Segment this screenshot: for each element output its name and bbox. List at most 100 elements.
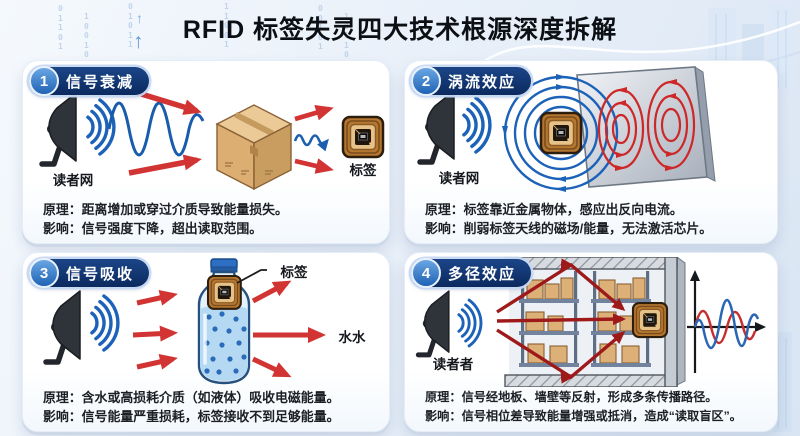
up-arrow-icon: ↑ <box>133 30 144 53</box>
panel-grid: 1 信号衰减 <box>22 60 778 432</box>
panel-2-badge: 2 涡流效应 <box>411 66 532 96</box>
signal-arrow <box>136 290 178 306</box>
impact-text: 削弱标签天线的磁场/能量，无法激活芯片。 <box>463 221 713 236</box>
binary-pattern: 1 0 0 1 0 <box>84 12 89 59</box>
tag-label: 标签 <box>349 163 377 178</box>
principle-line: 原理：信号经地板、墙壁等反射，形成多条传播路径。 <box>425 388 771 407</box>
signal-absorption-illustration: 标签 水水 <box>27 257 387 387</box>
panel-4-badge: 4 多径效应 <box>411 258 532 288</box>
panel-1-number-badge: 1 <box>29 66 59 96</box>
principle-line: 原理：距离增加或穿过介质导致能量损失。 <box>43 200 383 219</box>
multipath-illustration: 读者者 <box>409 257 775 387</box>
panel-2-number-badge: 2 <box>411 66 441 96</box>
rfid-reader-icon <box>42 93 76 164</box>
impact-line: 影响：信号能量严重损耗，标签接收不到足够能量。 <box>43 407 383 426</box>
field-ring-arrowheads <box>502 74 567 192</box>
signal-arrow <box>294 158 334 174</box>
panel-eddy-current: 2 涡流效应 <box>404 60 778 244</box>
reader-label: 读者者 <box>432 357 474 372</box>
impact-label: 影响： <box>425 409 462 423</box>
signal-attenuation-illustration: 读者网 标签 <box>27 65 387 199</box>
eddy-current-rings <box>597 87 645 171</box>
panel-4-heading: 多径效应 <box>448 265 517 283</box>
callout-line <box>236 269 267 284</box>
signal-arcs-icon <box>457 298 483 348</box>
binary-pattern: 1 1 0 0 1 <box>224 2 229 49</box>
principle-label: 原理： <box>425 390 462 404</box>
rfid-tag-icon <box>631 301 669 339</box>
panel-1-badge: 1 信号衰减 <box>29 66 150 96</box>
impact-text: 信号相位差导致能量增强或抵消，造成“读取盲区”。 <box>461 409 742 423</box>
waveform-blue <box>693 299 760 350</box>
water-bottle-icon <box>197 258 251 385</box>
binary-pattern: 0 1 0 1 1 <box>128 2 133 49</box>
principle-text: 标签靠近金属物体，感应出反向电流。 <box>463 202 683 217</box>
signal-arrow <box>251 356 292 378</box>
signal-arcs-icon <box>462 96 492 154</box>
binary-pattern: 0 1 1 0 1 <box>58 4 63 51</box>
eddy-current-rings <box>646 79 696 171</box>
panel-3-notes: 原理：含水或高损耗介质（如液体）吸收电磁能量。 影响：信号能量严重损耗，标签接收… <box>43 388 383 426</box>
impact-label: 影响： <box>43 221 82 236</box>
signal-arrow <box>128 154 202 176</box>
multipath-svg <box>409 257 766 387</box>
rfid-tag-icon <box>341 115 385 159</box>
eddy-current-svg <box>409 66 716 192</box>
up-arrow-icon: ↑ <box>136 10 143 26</box>
rfid-tag-icon <box>539 111 583 155</box>
impact-label: 影响： <box>43 409 82 424</box>
signal-arcs-icon <box>90 294 120 352</box>
bottle-tag-icon <box>206 274 242 310</box>
panel-3-heading: 信号吸收 <box>66 265 135 283</box>
panel-2-notes: 原理：标签靠近金属物体，感应出反向电流。 影响：削弱标签天线的磁场/能量，无法激… <box>425 200 771 238</box>
panel-signal-absorption: 3 信号吸收 <box>22 252 390 432</box>
principle-line: 原理：标签靠近金属物体，感应出反向电流。 <box>425 200 771 219</box>
cardboard-box-icon <box>215 104 293 191</box>
rfid-reader-icon <box>420 91 454 162</box>
signal-arrow <box>132 325 178 342</box>
panel-multipath-effect: 4 多径效应 <box>404 252 778 432</box>
rfid-reader-icon <box>418 291 449 355</box>
impact-text: 信号能量严重损耗，标签接收不到足够能量。 <box>81 409 340 424</box>
panel-3-badge: 3 信号吸收 <box>29 258 150 288</box>
binary-pattern: 1 0 1 1 0 <box>344 12 349 59</box>
panel-2-heading: 涡流效应 <box>448 73 517 91</box>
principle-label: 原理： <box>425 202 464 217</box>
panel-signal-attenuation: 1 信号衰减 <box>22 60 390 244</box>
water-label: 水水 <box>338 330 366 345</box>
eddy-current-illustration: 读者网 <box>409 65 775 199</box>
impact-label: 影响： <box>425 221 464 236</box>
signal-attenuation-svg <box>27 86 385 191</box>
water-fill <box>200 303 248 381</box>
multipath-arrows <box>496 258 626 384</box>
page-title: RFID 标签失灵四大技术根源深度拆解 <box>182 16 618 44</box>
attenuated-wave <box>293 133 329 152</box>
principle-label: 原理： <box>43 202 82 217</box>
impact-line: 影响：削弱标签天线的磁场/能量，无法激活芯片。 <box>425 219 771 238</box>
impact-line: 影响：信号强度下降，超出读取范围。 <box>43 219 383 238</box>
principle-line: 原理：含水或高损耗介质（如液体）吸收电磁能量。 <box>43 388 383 407</box>
impact-text: 信号强度下降，超出读取范围。 <box>81 221 263 236</box>
binary-pattern: 0 0 1 0 1 <box>318 4 323 51</box>
principle-text: 距离增加或穿过介质导致能量损失。 <box>81 202 288 217</box>
principle-text: 信号经地板、墙壁等反射，形成多条传播路径。 <box>461 390 718 404</box>
reader-label: 读者网 <box>52 173 94 188</box>
reader-label: 读者网 <box>438 171 480 186</box>
panel-4-notes: 原理：信号经地板、墙壁等反射，形成多条传播路径。 影响：信号相位差导致能量增强或… <box>425 388 771 426</box>
waveform-axes <box>687 270 766 373</box>
panel-1-notes: 原理：距离增加或穿过介质导致能量损失。 影响：信号强度下降，超出读取范围。 <box>43 200 383 238</box>
signal-arrow <box>136 354 178 370</box>
signal-absorption-svg <box>27 258 326 385</box>
principle-label: 原理： <box>43 390 82 405</box>
panel-4-number-badge: 4 <box>411 258 441 288</box>
impact-line: 影响：信号相位差导致能量增强或抵消，造成“读取盲区”。 <box>425 407 771 426</box>
panel-1-heading: 信号衰减 <box>66 73 135 91</box>
signal-arrow <box>294 104 334 122</box>
panel-3-number-badge: 3 <box>29 258 59 288</box>
rfid-reader-icon <box>46 291 80 362</box>
sine-wave <box>107 101 205 157</box>
tag-label: 标签 <box>280 265 308 280</box>
principle-text: 含水或高损耗介质（如液体）吸收电磁能量。 <box>81 390 340 405</box>
signal-arrow <box>251 280 292 304</box>
water-bubbles <box>204 311 247 375</box>
